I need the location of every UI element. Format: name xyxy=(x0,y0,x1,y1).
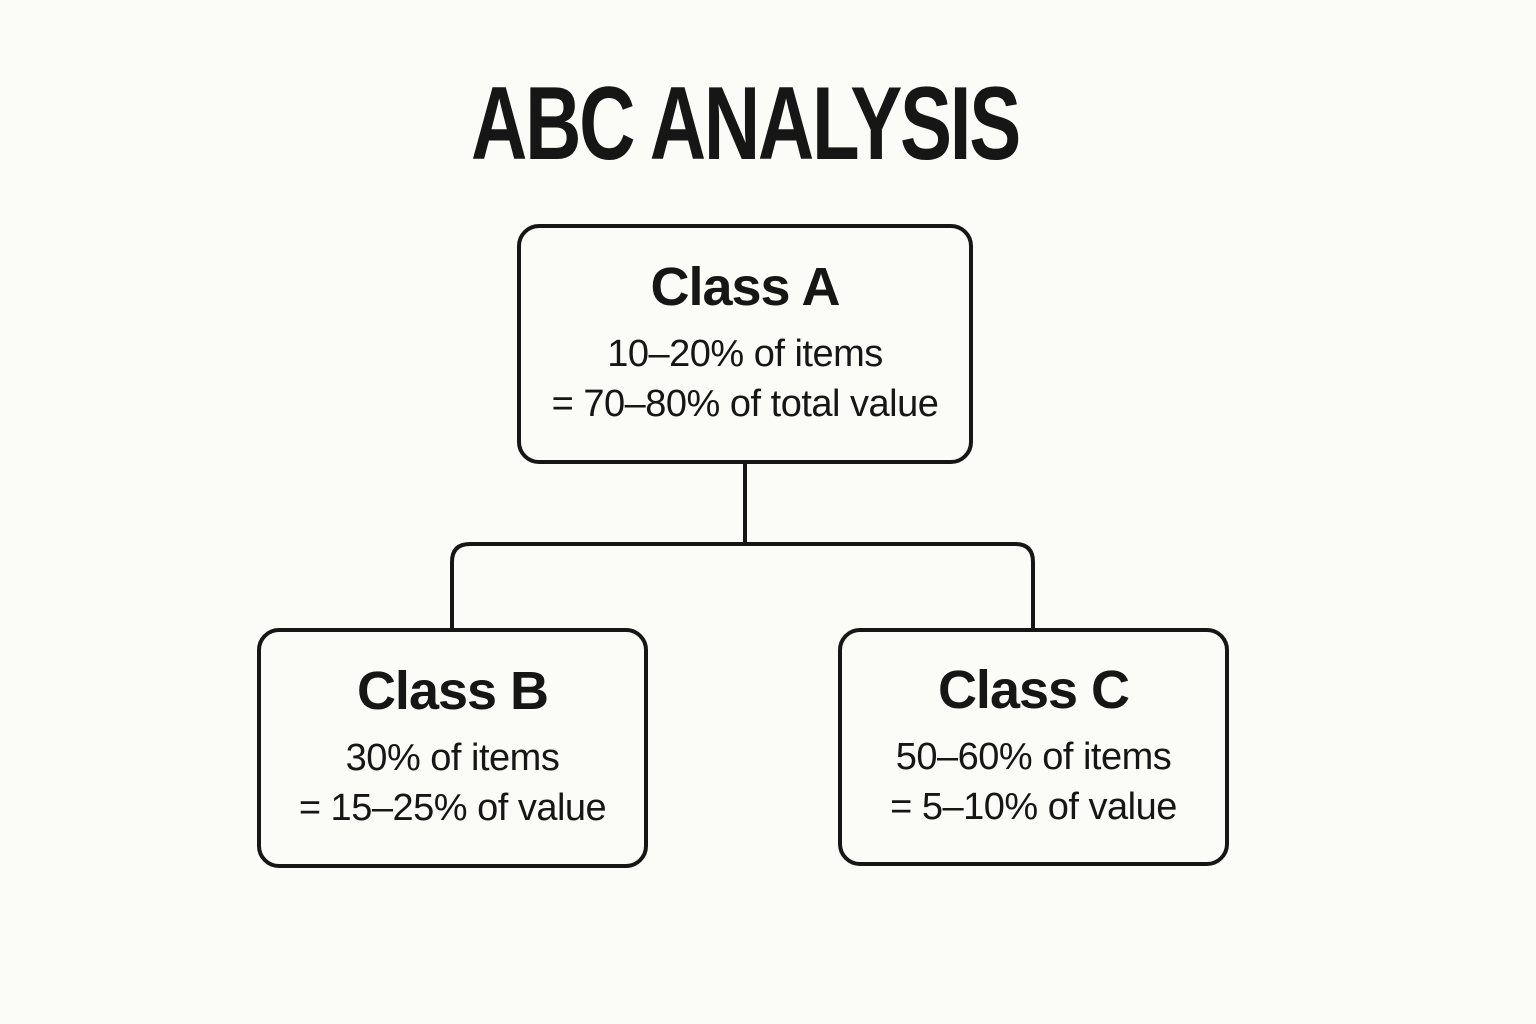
node-class-b-detail-2: = 15–25% of value xyxy=(298,787,607,830)
node-class-c: Class C 50–60% of items = 5–10% of value xyxy=(838,628,1229,866)
node-class-a-detail-2: = 70–80% of total value xyxy=(551,383,939,426)
node-class-a-detail-1: 10–20% of items xyxy=(607,333,883,376)
node-class-a-heading: Class A xyxy=(650,256,840,317)
node-class-b-heading: Class B xyxy=(356,660,549,721)
node-class-c-detail-2: = 5–10% of value xyxy=(890,786,1177,829)
node-class-c-detail-1: 50–60% of items xyxy=(895,736,1172,779)
node-class-a: Class A 10–20% of items = 70–80% of tota… xyxy=(517,224,973,464)
connector-bracket xyxy=(450,542,1035,630)
node-class-b: Class B 30% of items = 15–25% of value xyxy=(257,628,648,868)
page-title: ABC ANALYSIS xyxy=(471,66,1021,182)
node-class-c-heading: Class C xyxy=(937,659,1130,720)
node-class-b-detail-1: 30% of items xyxy=(345,737,560,780)
